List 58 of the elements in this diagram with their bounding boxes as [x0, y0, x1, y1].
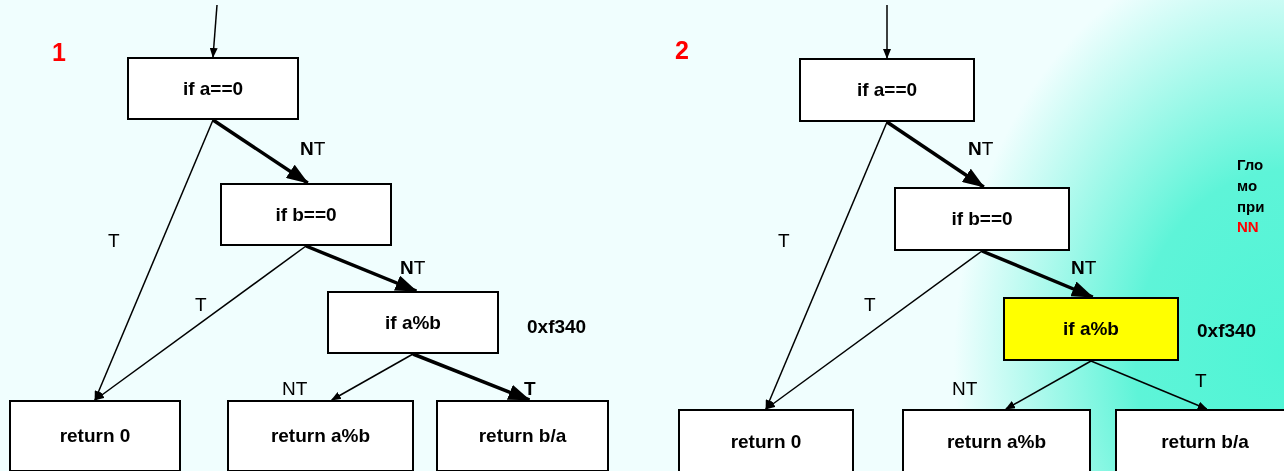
process-box [436, 400, 609, 471]
arrow [209, 4, 218, 58]
arrow [212, 118, 309, 185]
edge-label: NT [400, 257, 426, 279]
arrow [1005, 360, 1092, 410]
edge-label: NT [1071, 257, 1097, 279]
node-text: return b/a [478, 425, 567, 447]
arrow [981, 249, 1094, 299]
process-box [902, 409, 1091, 471]
node-text: if b==0 [951, 208, 1013, 230]
address-label: 0xf340 [527, 316, 587, 338]
edge-label: T [524, 378, 536, 400]
panel-number: 2 [675, 36, 689, 65]
edge-label: T [864, 294, 876, 316]
arrow [886, 120, 985, 189]
process-box [220, 183, 392, 246]
process-box [1115, 409, 1284, 471]
arrow [94, 245, 307, 401]
note-text: при [1237, 198, 1265, 215]
arrow [305, 244, 418, 293]
edge-label: NT [968, 138, 994, 160]
arrow [94, 119, 214, 401]
node-text: return 0 [59, 425, 131, 447]
node-text: return b/a [1161, 431, 1249, 453]
process-box [127, 57, 299, 120]
note-text: Гло [1237, 156, 1264, 173]
process-box [678, 409, 854, 471]
arrow [412, 352, 531, 402]
node-text: if a==0 [182, 77, 244, 100]
node-text: if a%b [1063, 318, 1119, 340]
note-text: NN [1237, 218, 1259, 235]
address-label: 0xf340 [1197, 320, 1257, 342]
process-box [9, 400, 181, 471]
node-text: return 0 [730, 431, 802, 453]
process-box [1003, 297, 1179, 361]
edge-label: T [195, 294, 207, 316]
arrow [330, 353, 414, 401]
process-box [799, 58, 975, 122]
edge-label: NT [300, 138, 326, 160]
node-text: return a%b [270, 425, 371, 447]
edge-label: NT [952, 378, 978, 400]
edge-label: NT [282, 378, 308, 400]
node-text: if b==0 [275, 203, 337, 226]
process-box [327, 291, 499, 354]
panel-number: 1 [52, 38, 66, 67]
edge-label: T [108, 230, 120, 252]
edge-label: T [778, 230, 790, 252]
node-text: return a%b [946, 431, 1047, 453]
edge-label: T [1195, 370, 1207, 392]
arrow [765, 121, 888, 410]
process-box [227, 400, 414, 471]
arrow [1090, 360, 1208, 410]
process-box [894, 187, 1070, 251]
note-text: мо [1237, 177, 1258, 194]
node-text: if a%b [385, 311, 441, 334]
arrow [765, 250, 983, 410]
arrow [883, 4, 891, 59]
node-text: if a==0 [856, 79, 918, 101]
